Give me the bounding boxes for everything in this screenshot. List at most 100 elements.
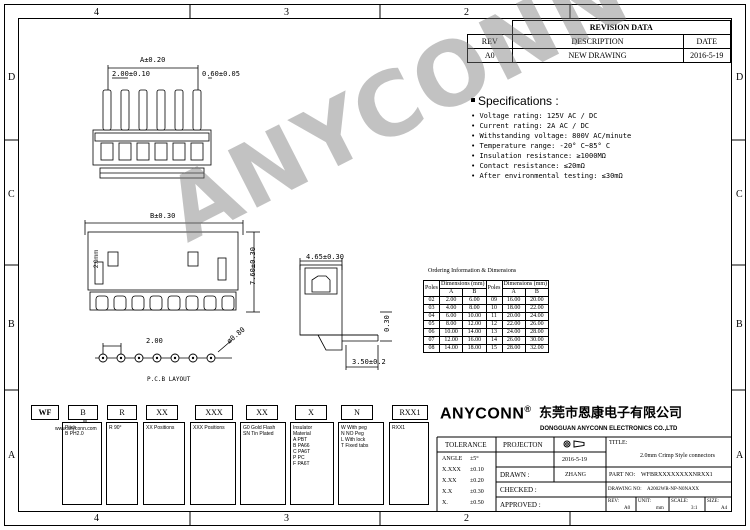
ordering-cell: 06 xyxy=(422,328,441,337)
ordering-cell: 18.00 xyxy=(501,304,526,313)
size-value: A4 xyxy=(721,506,728,511)
ordering-cell: 6.00 xyxy=(439,312,464,321)
ordering-cell: 22.00 xyxy=(524,304,550,313)
ordering-cell: 05 xyxy=(422,320,441,329)
dim-pitch: 2.00±0.10 xyxy=(112,70,150,78)
ordering-cell: 13 xyxy=(485,328,503,337)
ordering-cell: 28.00 xyxy=(501,344,526,353)
code-peg: N xyxy=(341,405,373,420)
unit-value: mm xyxy=(656,506,664,511)
size-label: SIZE: xyxy=(707,499,719,504)
tol-key: X.XXX xyxy=(442,467,461,473)
ordering-cell: 20.00 xyxy=(524,296,550,305)
ordering-cell: 26.00 xyxy=(501,336,526,345)
ordering-cell: 26.00 xyxy=(524,320,550,329)
approved-label: APPROVED : xyxy=(500,501,541,509)
date-value: 2016-5-19 xyxy=(682,48,731,63)
tol-value: ±0.10 xyxy=(470,467,484,473)
code-positions: XX xyxy=(146,405,178,420)
rev-value: A0 xyxy=(624,506,631,511)
ordering-cell: 12 xyxy=(485,320,503,329)
dim-depth: 0.30 xyxy=(383,315,391,332)
dim-foot: 3.50±0.2 xyxy=(352,358,386,366)
grid-col-label: 2 xyxy=(464,7,469,18)
dim-pcb-pitch: 2.00 xyxy=(146,337,163,345)
brand-logo: ANYCONN® xyxy=(440,404,532,423)
code-rxx1: RXX1 xyxy=(392,405,428,420)
tol-key: X.X xyxy=(442,489,453,495)
grid-row-label: A xyxy=(736,450,744,461)
spec-item: • After environmental testing: ≤30mΩ xyxy=(471,172,623,180)
ordering-cell: 18.00 xyxy=(462,344,487,353)
grid-col-label: 3 xyxy=(284,7,289,18)
revision-table: REVISION DATA REV DESCRIPTION DATE A0 NE… xyxy=(467,20,731,63)
code-b: B xyxy=(68,405,98,420)
drawing-no: A2002WR-NP-N0NAXX xyxy=(647,487,699,492)
ordering-cell: 12.00 xyxy=(462,320,487,329)
part-no: WFBRXXXXXXXXNRXX1 xyxy=(641,472,713,478)
desc-xxx: XXX Positions xyxy=(190,422,236,505)
side-label: 2.0mm xyxy=(94,249,100,268)
tolerance-label: TOLERANCE xyxy=(445,441,487,449)
ordering-cell: 09 xyxy=(485,296,503,305)
ordering-cell: 10.00 xyxy=(462,312,487,321)
ordering-cell: 08 xyxy=(422,344,441,353)
code-plating: XX xyxy=(246,405,278,420)
ordering-cell: 32.00 xyxy=(524,344,550,353)
ordering-cell: 4.00 xyxy=(439,304,464,313)
ordering-cell: 10 xyxy=(485,304,503,313)
a-header: A xyxy=(501,288,526,297)
code-material: X xyxy=(295,405,327,420)
grid-col-label: 4 xyxy=(94,513,99,524)
ordering-cell: 8.00 xyxy=(439,320,464,329)
ordering-cell: 22.00 xyxy=(501,320,526,329)
grid-col-label: 3 xyxy=(284,513,289,524)
dim-width: 4.65±0.30 xyxy=(306,253,344,261)
dim-a: A±0.20 xyxy=(140,56,166,64)
grid-row-label: C xyxy=(8,189,15,200)
poles-header: Poles xyxy=(485,280,503,297)
grid-row-label: A xyxy=(8,450,16,461)
grid-col-label: 4 xyxy=(94,7,99,18)
drawing-no-label: DRAWING NO: xyxy=(608,487,642,492)
dim-b: B±0.30 xyxy=(150,212,176,220)
title-label: TITLE: xyxy=(609,440,628,446)
grid-row-label: C xyxy=(736,189,743,200)
tol-value: ±0.50 xyxy=(470,500,484,506)
spec-item: • Current rating: 2A AC / DC xyxy=(471,122,590,130)
code-r: R xyxy=(107,405,137,420)
spec-item: • Withstanding voltage: 800V AC/minute xyxy=(471,132,632,140)
grid-row-label: B xyxy=(8,319,15,330)
ordering-cell: 03 xyxy=(422,304,441,313)
ordering-cell: 10.00 xyxy=(439,328,464,337)
ordering-cell: 11 xyxy=(485,312,503,321)
scale-label: SCALE: xyxy=(671,499,689,504)
dim-height: 7.60±0.30 xyxy=(249,247,257,285)
grid-row-label: D xyxy=(736,72,744,83)
drawn-label: DRAWN : xyxy=(500,471,530,479)
rev-value: A0 xyxy=(467,48,513,63)
dims-header: Dimensions (mm) xyxy=(501,280,550,289)
ordering-cell: 6.00 xyxy=(462,296,487,305)
drawing-title: 2.0mm Crimp Style connectors xyxy=(640,453,715,459)
tol-value: ±0.30 xyxy=(470,489,484,495)
ordering-cell: 28.00 xyxy=(524,328,550,337)
desc-rxx1: RXX1 xyxy=(389,422,429,505)
pcb-layout-label: P.C.B LAYOUT xyxy=(147,376,191,383)
checked-label: CHECKED : xyxy=(500,486,537,494)
ordering-cell: 14.00 xyxy=(439,344,464,353)
grid-col-label: 2 xyxy=(464,513,469,524)
a-header: A xyxy=(439,288,464,297)
ordering-cell: 04 xyxy=(422,312,441,321)
company-name: DONGGUAN ANYCONN ELECTRONICS CO.,LTD xyxy=(540,426,678,432)
code-wf: WF xyxy=(31,405,59,420)
desc-value: NEW DRAWING xyxy=(511,48,684,63)
ordering-cell: 8.00 xyxy=(462,304,487,313)
